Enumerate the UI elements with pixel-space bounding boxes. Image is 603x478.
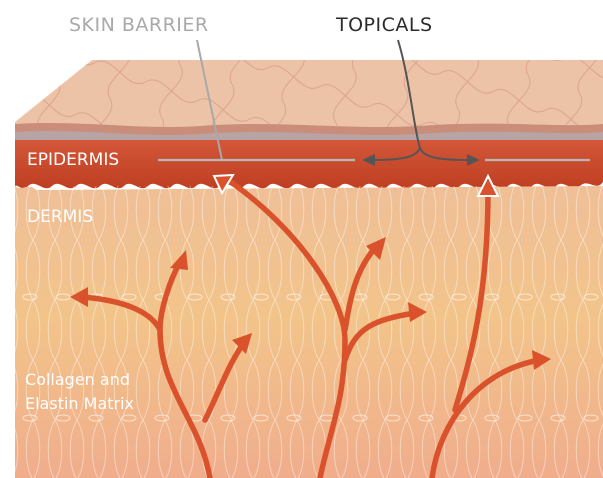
matrix-label-line-1: Collagen and	[25, 368, 130, 392]
dermis-label: DERMIS	[27, 207, 93, 227]
skin-barrier-label: SKIN BARRIER	[69, 14, 209, 36]
topicals-label: TOPICALS	[336, 14, 433, 36]
epidermis-label: EPIDERMIS	[27, 150, 119, 170]
matrix-label-line-2: Elastin Matrix	[25, 392, 134, 416]
